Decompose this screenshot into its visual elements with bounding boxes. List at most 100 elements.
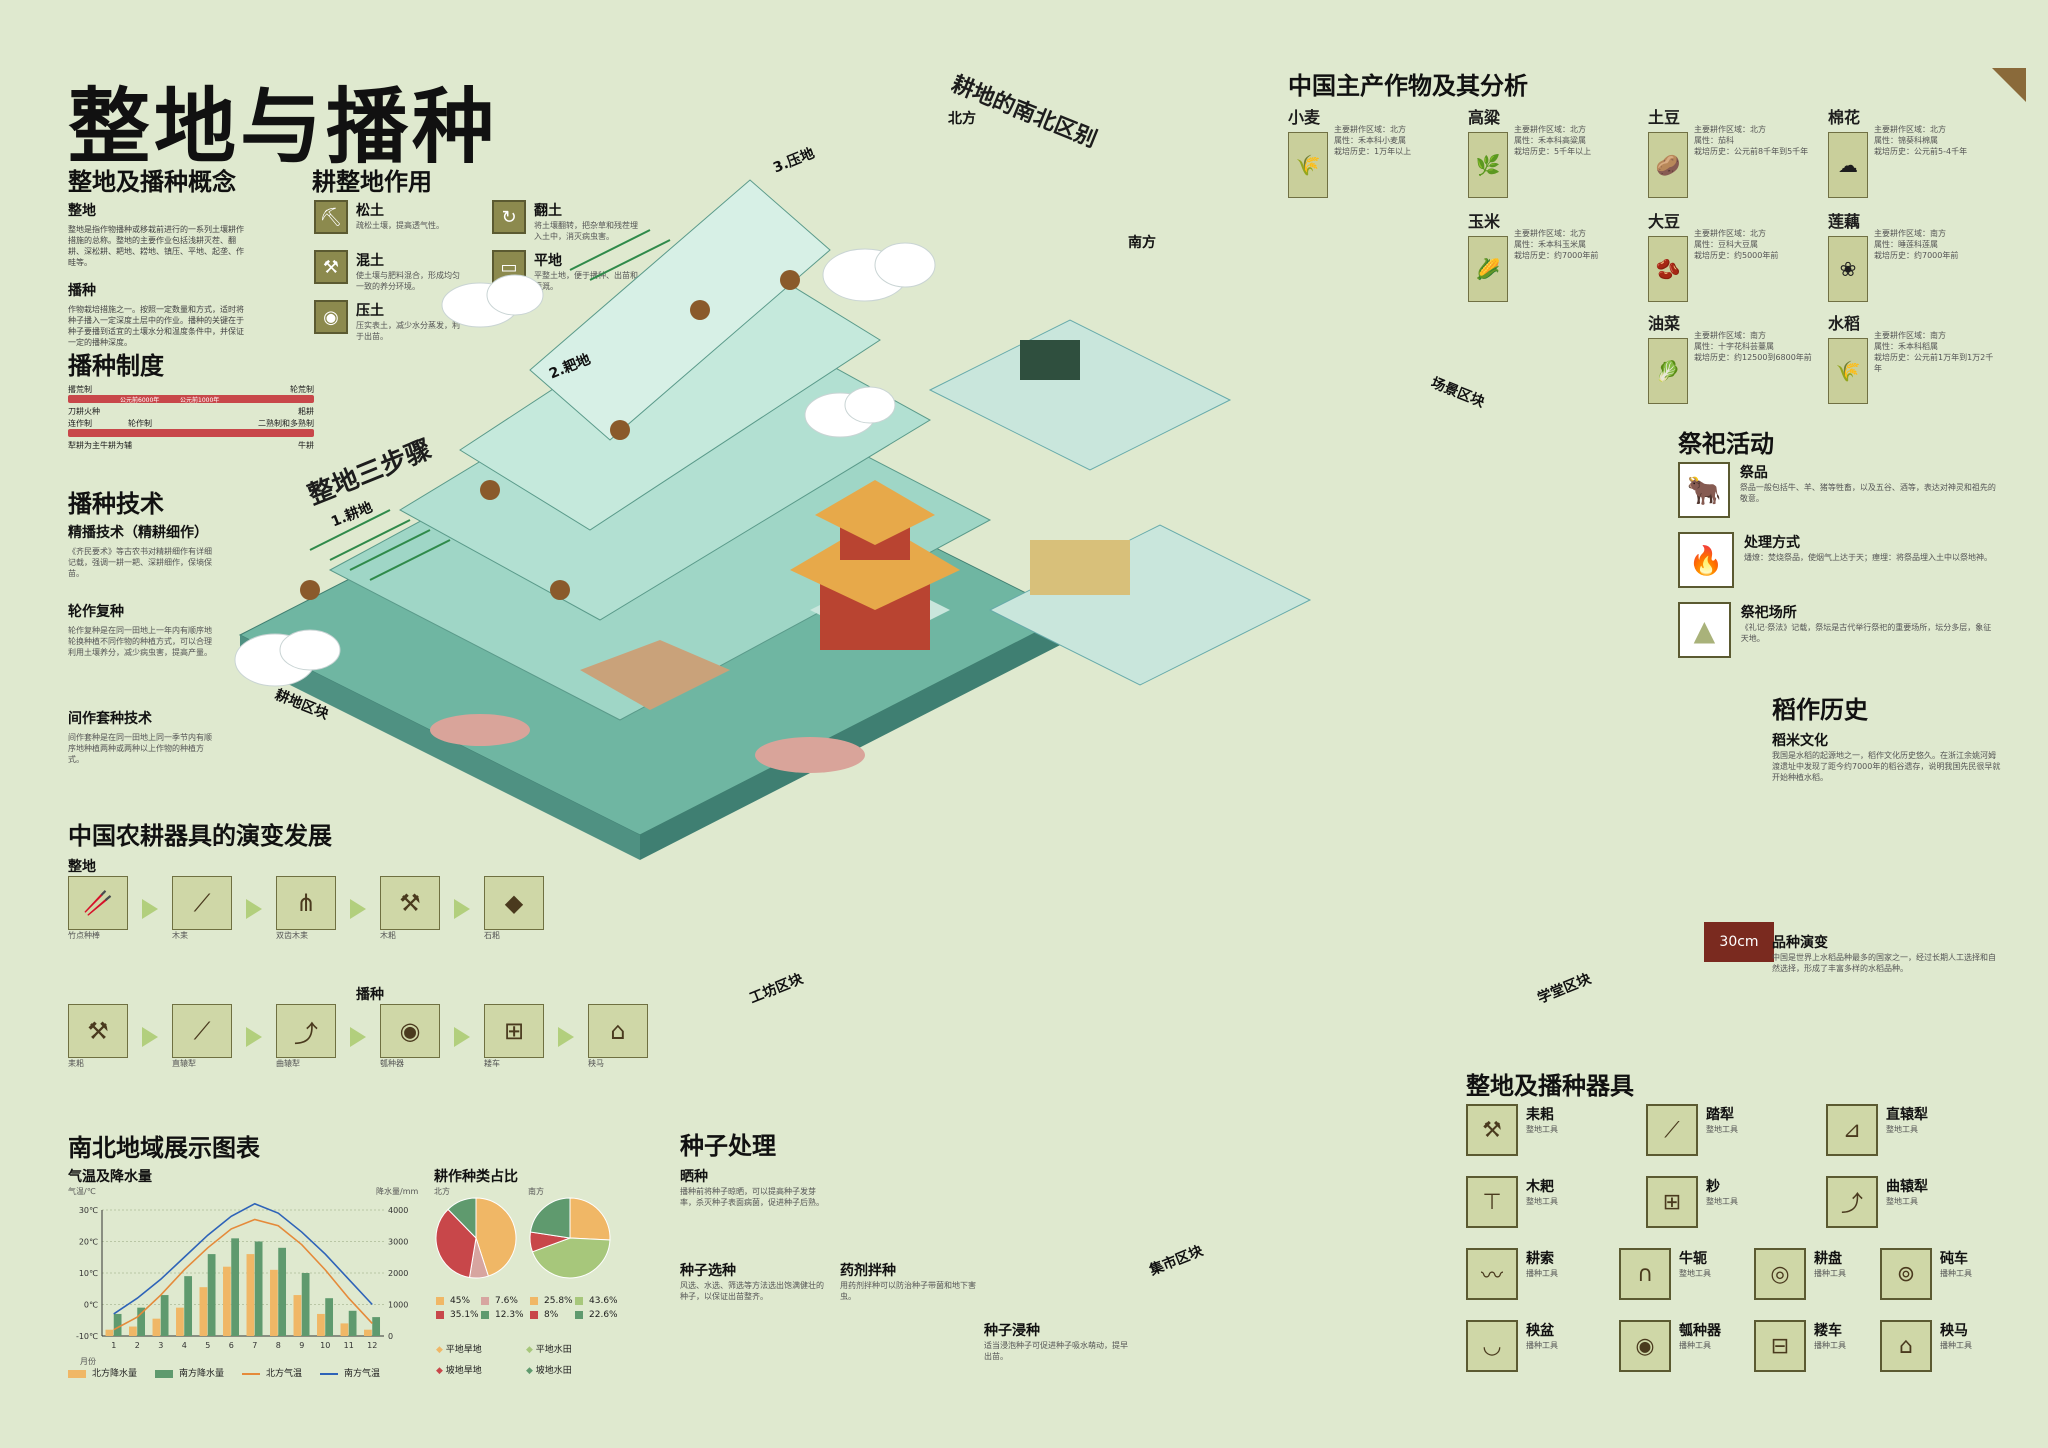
bar: [348, 1310, 357, 1336]
x-tick: 12: [367, 1341, 377, 1350]
tech-item-title: 精播技术（精耕细作）: [68, 525, 208, 541]
pagoda: [790, 480, 960, 650]
rice-icon: 🌾: [1828, 338, 1868, 404]
tools-row-2: ⚒耒耜 ⟋直辕犁 ⤴曲辕犁 ◉瓠种器 ⊞耧车 ⌂秧马: [68, 1004, 648, 1069]
y-tick-left: 10℃: [79, 1269, 98, 1278]
function-desc: 使土壤与肥料混合，形成均匀一致的养分环境。: [356, 271, 460, 291]
function-title: 耕整地作用: [312, 168, 432, 196]
crop-card: 玉米 🌽 主要耕作区域：北方属性：禾本科玉米属栽培历史：约7000年前: [1468, 208, 1598, 302]
tool-card: ⋔双齿木耒: [276, 876, 336, 941]
tech-item-desc: 间作套种是在同一田地上同一季节内有顺序地种植两种或两种以上作物的种植方式。: [68, 733, 212, 764]
mix-soil-icon: ⚒: [314, 250, 348, 284]
press-soil-icon: ◉: [314, 300, 348, 334]
y-tick-right: 4000: [388, 1206, 408, 1215]
tools-group-label: 整地: [68, 859, 96, 875]
rice-culture-desc: 我国是水稻的起源地之一，稻作文化历史悠久。在浙江余姚河姆渡遗址中发现了距今约70…: [1772, 751, 2001, 782]
turn-soil-icon: ↻: [492, 200, 526, 234]
bar: [105, 1329, 114, 1336]
x-tick: 3: [158, 1341, 163, 1350]
xlabel: 月份: [80, 1357, 96, 1366]
implements-grid: ⚒耒耜整地工具⟋踏犁整地工具⊿直辕犁整地工具⊤木耙整地工具⊞耖整地工具⤴曲辕犁整…: [1466, 1104, 2026, 1434]
y-tick-left: 20℃: [79, 1238, 98, 1247]
legend-item: ◆ 平地水田: [526, 1345, 572, 1355]
implement-name: 木耙: [1526, 1179, 1554, 1195]
seed-drill-icon: ⊞: [484, 1004, 544, 1058]
sacrifice-desc: 祭品一般包括牛、羊、猪等牲畜，以及五谷、酒等，表达对神灵和祖先的敬意。: [1739, 483, 1996, 503]
south-pct-list: 25.8% 43.6% 8% 22.6%: [530, 1296, 620, 1320]
bamboo-stick-icon: 🥢: [68, 876, 128, 930]
tool-name: 竹点种棒: [68, 931, 100, 940]
concept-item-desc: 整地是指作物播种或移栽前进行的一系列土壤耕作措施的总称。整地的主要作业包括浅耕灭…: [68, 225, 244, 267]
crops-grid: 小麦 🌾 主要耕作区域：北方属性：禾本科小麦属栽培历史：1万年以上 高粱 🌿 主…: [1288, 104, 2008, 404]
function-desc: 平整土地，便于播种、出苗和灌溉。: [534, 271, 638, 291]
bar: [325, 1298, 334, 1336]
tech-item-title: 轮作复种: [68, 604, 124, 620]
ritual-platform: [928, 319, 1232, 471]
terrace-4: [529, 179, 831, 441]
wheat-icon: 🌾: [1288, 132, 1328, 198]
system-title: 播种制度: [68, 352, 164, 380]
seed-item: 种子选种 风选、水选、筛选等方法选出饱满健壮的种子，以保证出苗整齐。: [680, 1260, 830, 1302]
crops-title: 中国主产作物及其分析: [1288, 72, 1528, 100]
tech-list: 精播技术（精耕细作） 《齐民要术》等古农书对精耕细作有详细记载，强调一耕一耙、深…: [68, 522, 218, 765]
bar: [113, 1313, 122, 1336]
seed-item: 药剂拌种 用药剂拌种可以防治种子带菌和地下害虫。: [840, 1260, 990, 1302]
legend-item: ◆ 坡地水田: [526, 1366, 572, 1376]
tool-card: ⚒耒耜: [68, 1004, 128, 1069]
bar: [301, 1273, 310, 1336]
bar: [293, 1295, 302, 1336]
tool-name: 直辕犁: [172, 1059, 196, 1068]
arrow-icon: [454, 1026, 470, 1047]
tool-card: ◆石耜: [484, 876, 544, 941]
legend-item: 北方气温: [242, 1366, 302, 1379]
implement-name: 曲辕犁: [1886, 1179, 1928, 1195]
implement-name: 耕盘: [1814, 1251, 1842, 1267]
implement-card: ◎耕盘播种工具: [1754, 1248, 1846, 1300]
sacrifice-desc: 《礼记·祭法》记载，祭坛是古代举行祭祀的重要场所，坛分多层，象征天地。: [1740, 623, 1992, 643]
crop-card: 大豆 🫘 主要耕作区域：北方属性：豆科大豆属栽培历史：约5000年前: [1648, 208, 1778, 302]
tool-card: ⌂秧马: [588, 1004, 648, 1069]
legend-item: 南方降水量: [155, 1366, 224, 1379]
sacrifice-name: 祭品: [1739, 465, 1768, 481]
sacrifice-desc: 燔燎：焚烧祭品，使烟气上达于天；瘗埋：将祭品埋入土中以祭地神。: [1744, 553, 1992, 562]
bar: [199, 1287, 208, 1336]
field-side: [640, 615, 1070, 860]
seed-title: 种子处理: [680, 1132, 776, 1160]
function-name: 翻土: [534, 203, 562, 219]
timeline-label: 轮作制: [128, 419, 152, 428]
tool-card: ⟋直辕犁: [172, 1004, 232, 1069]
bar: [317, 1313, 325, 1336]
tools-group-label: 播种: [356, 987, 384, 1003]
concept-item-desc: 作物栽培措施之一。按照一定数量和方式，适时将种子播入一定深度土层中的作业。播种的…: [68, 305, 244, 347]
gourd-seeder-icon: ◉: [380, 1004, 440, 1058]
bar: [223, 1266, 231, 1336]
implement-icon: ◡: [1466, 1320, 1518, 1372]
x-tick: 1: [111, 1341, 116, 1350]
bar: [176, 1307, 184, 1336]
implement-card: ⊟耧车播种工具: [1754, 1320, 1846, 1372]
bar: [184, 1276, 193, 1336]
school-zone-label: 学堂区块: [1535, 971, 1594, 1007]
tool-name: 瓠种器: [380, 1059, 404, 1068]
implement-icon: ∩: [1619, 1248, 1671, 1300]
legend-item: ◆ 坡地旱地: [436, 1366, 482, 1376]
pie-slice: [529, 1197, 571, 1239]
pct-label: 8%: [530, 1310, 575, 1320]
implement-card: ◉瓠种器播种工具: [1619, 1320, 1721, 1372]
implement-card: ◡秧盆播种工具: [1466, 1320, 1558, 1372]
implement-icon: ◎: [1754, 1248, 1806, 1300]
sacrifice-item: 🔥 处理方式燔燎：焚烧祭品，使烟气上达于天；瘗埋：将祭品埋入土中以祭地神。: [1678, 532, 1998, 588]
function-desc: 压实表土，减少水分蒸发，利于出苗。: [356, 321, 460, 341]
x-tick: 5: [205, 1341, 210, 1350]
pie-slice: [531, 1237, 611, 1279]
measure-label: 30cm: [1704, 922, 1774, 962]
corner-mark: [1992, 68, 2026, 102]
x-tick: 11: [344, 1341, 354, 1350]
rice-rows: [309, 229, 671, 581]
north-label: 北方: [948, 111, 976, 127]
function-item: ◉ 压土压实表土，减少水分蒸发，利于出苗。: [314, 300, 466, 342]
market-umbrellas: [430, 640, 865, 773]
cloud-icons: [234, 242, 936, 687]
arrow-icon: [350, 1026, 366, 1047]
implement-icon: ⤴: [1826, 1176, 1878, 1228]
